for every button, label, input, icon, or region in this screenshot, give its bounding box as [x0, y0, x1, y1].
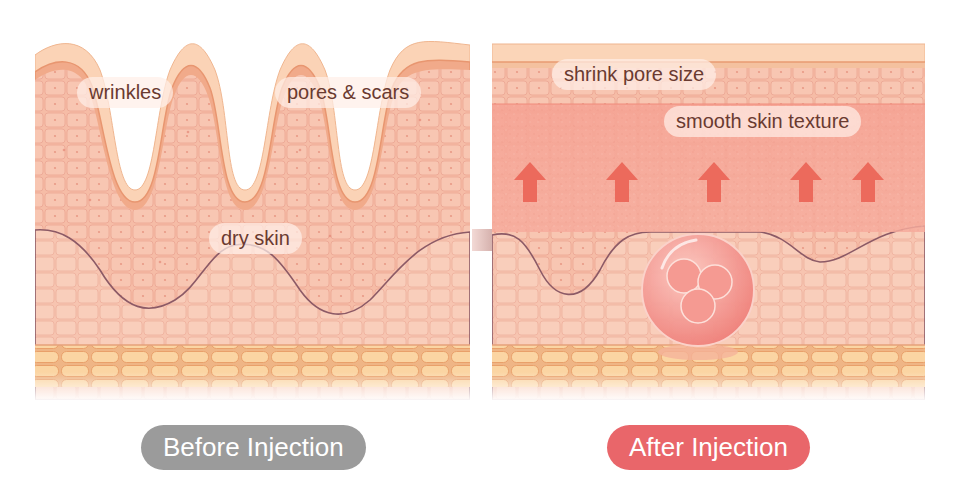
caption-text: Before Injection — [163, 432, 344, 462]
skin-label: wrinkles — [77, 77, 173, 108]
before-skin — [35, 20, 470, 400]
label-text: dry skin — [221, 226, 290, 250]
label-text: smooth skin texture — [676, 109, 849, 133]
after-skin — [492, 20, 925, 400]
skin-label: dry skin — [209, 223, 302, 254]
skin-label: pores & scars — [275, 77, 421, 108]
filler-bubble — [642, 234, 754, 360]
caption-pill: Before Injection — [141, 425, 366, 470]
skin-label: smooth skin texture — [664, 106, 861, 137]
skin-label: shrink pore size — [552, 59, 716, 90]
lift-arrows — [514, 162, 884, 202]
label-text: shrink pore size — [564, 62, 704, 86]
label-text: pores & scars — [287, 80, 409, 104]
label-text: wrinkles — [89, 80, 161, 104]
caption-pill: After Injection — [607, 425, 810, 470]
caption-text: After Injection — [629, 432, 788, 462]
